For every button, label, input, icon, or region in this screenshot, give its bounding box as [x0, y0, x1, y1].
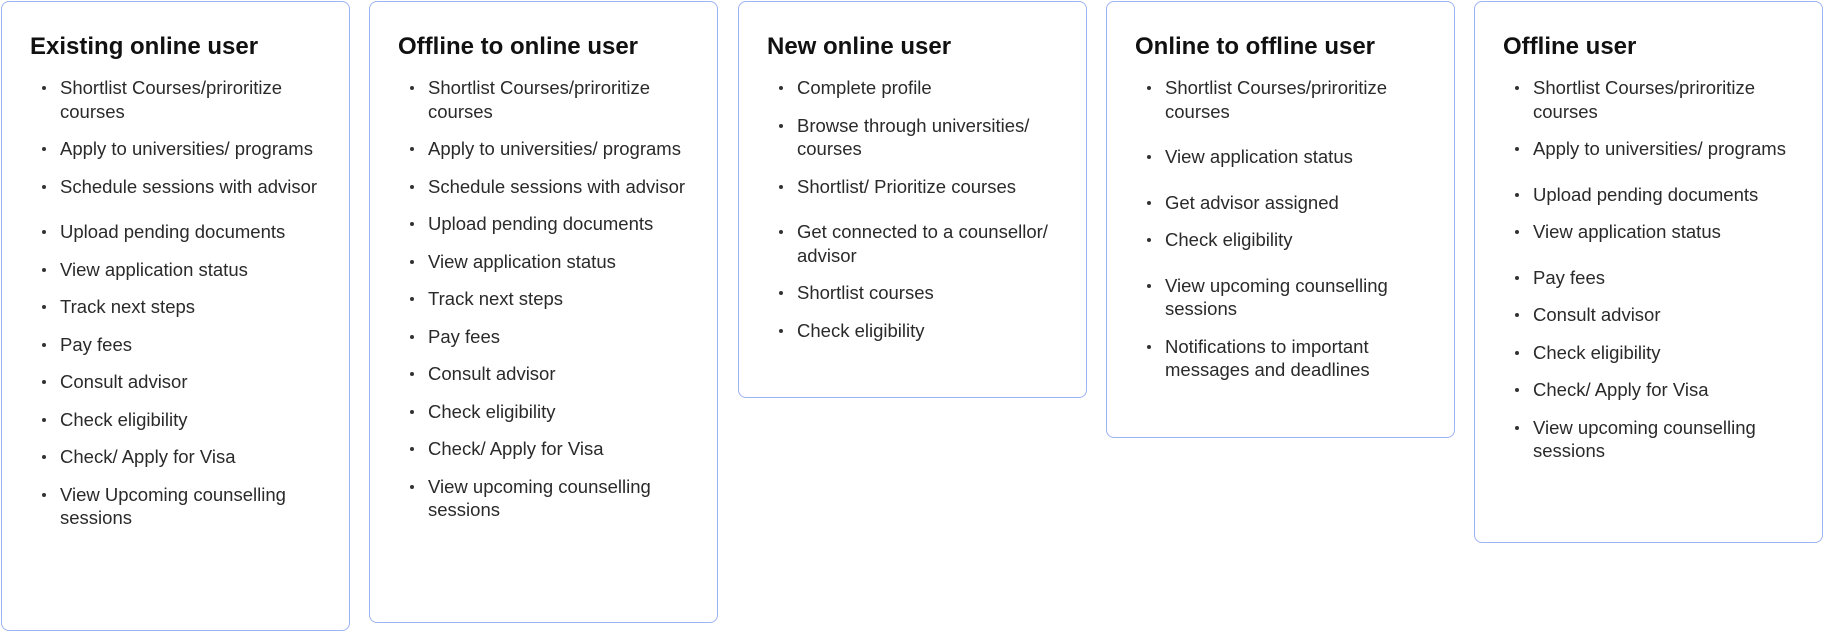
list-item: Shortlist Courses/priroritize courses	[1515, 76, 1802, 123]
card-list: Shortlist Courses/priroritize courses Vi…	[1135, 76, 1434, 382]
list-item: Check eligibility	[1147, 228, 1434, 252]
card-existing-online-user: Existing online user Shortlist Courses/p…	[1, 1, 350, 631]
list-item: Check/ Apply for Visa	[1515, 378, 1802, 402]
list-item: View upcoming counselling sessions	[1515, 416, 1802, 463]
card-list: Shortlist Courses/priroritize courses Ap…	[398, 76, 697, 522]
list-item: Complete profile	[779, 76, 1066, 100]
list-item: View upcoming counselling sessions	[410, 475, 697, 522]
list-item: Pay fees	[1515, 266, 1802, 290]
list-item: Notifications to important messages and …	[1147, 335, 1434, 382]
list-item: Pay fees	[410, 325, 697, 349]
card-title: Offline user	[1503, 33, 1637, 60]
list-item: Check/ Apply for Visa	[42, 445, 329, 469]
list-item: Upload pending documents	[410, 212, 697, 236]
card-offline-user: Offline user Shortlist Courses/priroriti…	[1474, 1, 1823, 543]
list-item: Schedule sessions with advisor	[410, 175, 697, 199]
list-item: Consult advisor	[42, 370, 329, 394]
list-item: Upload pending documents	[1515, 183, 1802, 207]
card-list: Shortlist Courses/priroritize courses Ap…	[1503, 76, 1802, 463]
card-online-to-offline-user: Online to offline user Shortlist Courses…	[1106, 1, 1455, 438]
list-item: View application status	[42, 258, 329, 282]
list-item: Consult advisor	[410, 362, 697, 386]
list-item: Shortlist/ Prioritize courses	[779, 175, 1066, 199]
card-list: Complete profile Browse through universi…	[767, 76, 1066, 342]
list-item: Schedule sessions with advisor	[42, 175, 329, 199]
card-title: Offline to online user	[398, 33, 639, 60]
list-item: Check eligibility	[410, 400, 697, 424]
list-item: Check eligibility	[779, 319, 1066, 343]
list-item: Check/ Apply for Visa	[410, 437, 697, 461]
list-item: Apply to universities/ programs	[410, 137, 697, 161]
list-item: Get advisor assigned	[1147, 191, 1434, 215]
list-item: Apply to universities/ programs	[1515, 137, 1802, 161]
list-item: Apply to universities/ programs	[42, 137, 329, 161]
card-new-online-user: New online user Complete profile Browse …	[738, 1, 1087, 398]
card-offline-to-online-user: Offline to online user Shortlist Courses…	[369, 1, 718, 623]
list-item: Shortlist courses	[779, 281, 1066, 305]
list-item: View application status	[1147, 145, 1434, 169]
list-item: Pay fees	[42, 333, 329, 357]
list-item: Shortlist Courses/priroritize courses	[1147, 76, 1434, 123]
list-item: Consult advisor	[1515, 303, 1802, 327]
list-item: Check eligibility	[1515, 341, 1802, 365]
list-item: Browse through universities/ courses	[779, 114, 1066, 161]
list-item: Get connected to a counsellor/ advisor	[779, 220, 1066, 267]
list-item: View application status	[1515, 220, 1802, 244]
list-item: Track next steps	[410, 287, 697, 311]
list-item: Check eligibility	[42, 408, 329, 432]
card-title: New online user	[767, 33, 952, 60]
list-item: Shortlist Courses/priroritize courses	[410, 76, 697, 123]
list-item: View Upcoming counselling sessions	[42, 483, 329, 530]
card-title: Online to offline user	[1135, 33, 1376, 60]
list-item: Upload pending documents	[42, 220, 329, 244]
list-item: Track next steps	[42, 295, 329, 319]
list-item: View application status	[410, 250, 697, 274]
list-item: View upcoming counselling sessions	[1147, 274, 1434, 321]
card-title: Existing online user	[30, 33, 259, 60]
card-list: Shortlist Courses/priroritize courses Ap…	[30, 76, 329, 530]
list-item: Shortlist Courses/priroritize courses	[42, 76, 329, 123]
